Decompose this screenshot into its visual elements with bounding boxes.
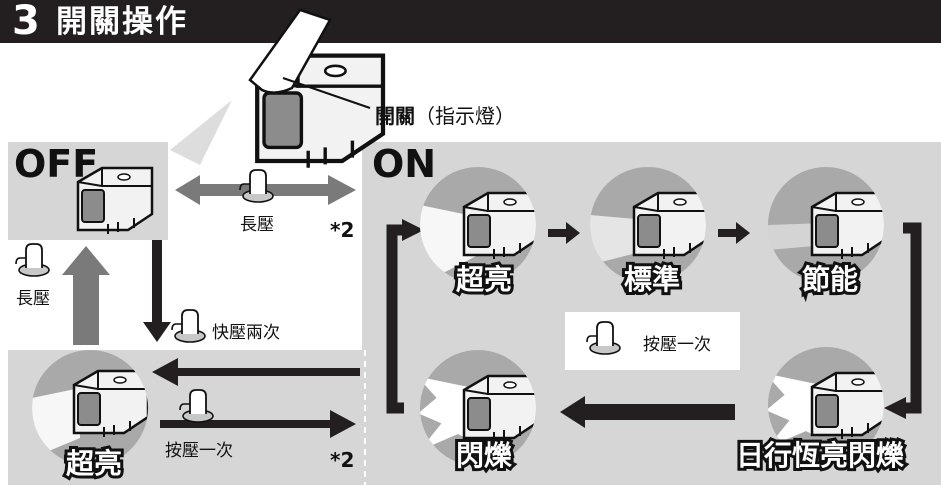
down-arrow <box>143 240 171 342</box>
quick-press-twice-label: 快壓兩次 <box>212 323 280 343</box>
mode-label-standard: 標準 <box>621 260 683 299</box>
return-arrow <box>152 358 360 386</box>
switch-label-bold: 開關 <box>375 104 415 128</box>
arrow-right-1 <box>548 222 580 244</box>
on-state-label: ON <box>372 142 437 186</box>
mode-label-lower-super-bright: 超亮 <box>63 444 125 483</box>
mode-label-eco: 節能 <box>799 260 861 299</box>
mode-circle-eco <box>768 167 884 283</box>
long-press-label-left: 長壓 <box>16 289 50 309</box>
footnote-mark-bottom: *2 <box>330 448 355 472</box>
section-number: 3 <box>12 0 40 44</box>
title-bar: 3 開關操作 <box>0 0 941 44</box>
lower-mode-circle <box>32 350 148 466</box>
footnote-mark-top: *2 <box>330 218 355 242</box>
off-state-label: OFF <box>14 142 99 186</box>
instruction-box <box>565 312 740 370</box>
press-once-arrow <box>160 410 356 438</box>
finger-icon <box>248 8 332 94</box>
section-title: 開關操作 <box>56 4 188 40</box>
mode-circle-standard <box>590 167 706 283</box>
press-once-label-lower: 按壓一次 <box>165 441 233 461</box>
long-press-label: 長壓 <box>240 215 274 235</box>
switch-label-note: （指示燈） <box>415 104 515 128</box>
up-arrow <box>62 246 110 345</box>
press-once-label-box: 按壓一次 <box>643 335 711 355</box>
arrow-right-2 <box>718 222 750 244</box>
switch-label: 開關（指示燈） <box>375 100 515 129</box>
cycle-right-arrow <box>903 222 922 414</box>
cycle-left-arrow <box>386 224 404 414</box>
mode-label-daytime: 日行恆亮閃爍 <box>733 436 907 475</box>
mode-circle-daytime <box>768 347 884 463</box>
mode-label-flash: 閃爍 <box>453 436 515 475</box>
mode-label-super-bright: 超亮 <box>453 260 515 299</box>
arrow-left-bottom <box>560 396 735 428</box>
